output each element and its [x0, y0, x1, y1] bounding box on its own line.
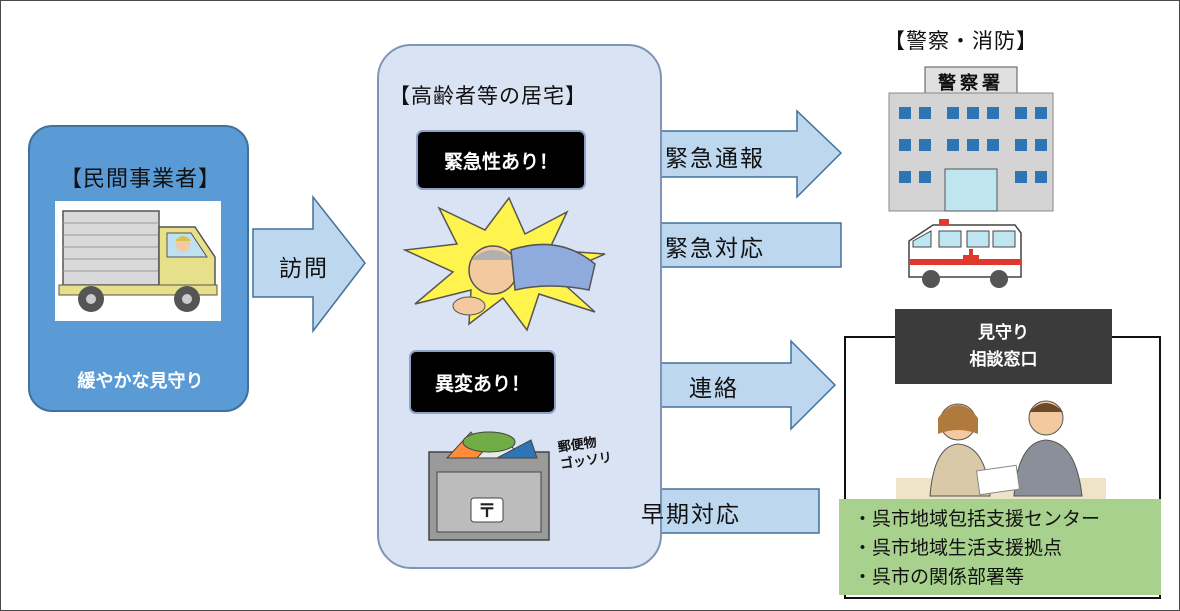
- consultation-desk-header: 見守り 相談窓口: [895, 309, 1112, 384]
- truck-icon: [58, 210, 218, 312]
- elderly-residence-panel: 【高齢者等の居宅】 緊急性あり！ 異変あり！ 〒 郵便物 ゴッソリ: [377, 44, 662, 569]
- private-operator-box: 【民間事業者】 緩やかな見守り: [28, 125, 249, 412]
- consultation-header-line2: 相談窓口: [969, 349, 1038, 370]
- ambulance-icon: [908, 219, 1022, 288]
- emergency-response-label: 緊急対応: [665, 236, 765, 262]
- support-item: ・呉市地域包括支援センター: [853, 508, 1101, 530]
- svg-text:〒: 〒: [478, 501, 496, 522]
- consultation-header-line1: 見守り: [978, 322, 1029, 343]
- collapsed-person-icon: [402, 196, 606, 332]
- visit-arrow: [252, 194, 366, 334]
- delivery-truck-illustration: [55, 201, 221, 321]
- support-item: ・呉市地域生活支援拠点: [853, 537, 1063, 559]
- support-organizations-list: ・呉市地域包括支援センター ・呉市地域生活支援拠点 ・呉市の関係部署等: [839, 499, 1161, 595]
- emergency-call-label: 緊急通報: [665, 146, 765, 172]
- police-fire-title: 【警察・消防】: [884, 29, 1038, 53]
- police-station-sign: 警察署: [938, 73, 1004, 94]
- urgent-badge: 緊急性あり！: [416, 130, 586, 190]
- contact-label: 連絡: [689, 376, 739, 402]
- support-item: ・呉市の関係部署等: [853, 566, 1025, 588]
- police-station-icon: [888, 66, 1054, 212]
- mailbox-icon: 〒: [428, 431, 550, 541]
- visit-label: 訪問: [279, 256, 329, 282]
- early-response-label: 早期対応: [641, 502, 741, 528]
- anomaly-badge: 異変あり！: [409, 350, 556, 414]
- mailbox-note: 郵便物 ゴッソリ: [557, 433, 613, 474]
- consultation-meeting-icon: [896, 400, 1106, 502]
- residence-title: 【高齢者等の居宅】: [389, 84, 587, 108]
- private-operator-caption: 緩やかな見守り: [77, 371, 204, 392]
- private-operator-title: 【民間事業者】: [59, 167, 221, 192]
